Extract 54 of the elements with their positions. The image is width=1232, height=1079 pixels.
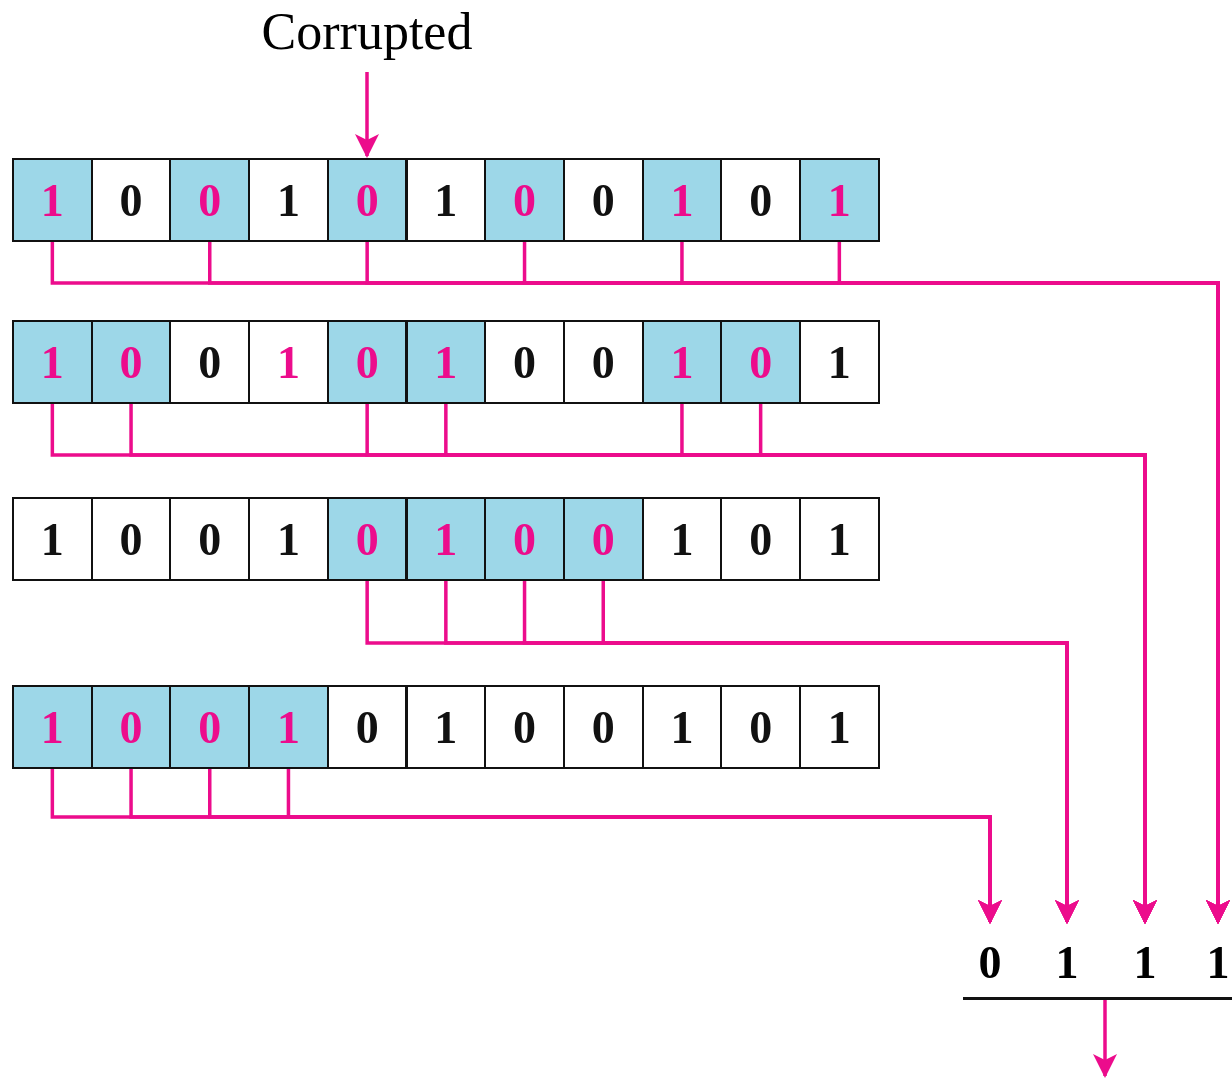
bit-cell: 1 [12,158,93,242]
syndrome-digit: 1 [1055,940,1079,986]
bit-cell: 0 [562,158,644,242]
bit-cell: 1 [641,685,723,769]
bit-cell: 0 [562,320,644,404]
bit-cell: 0 [326,320,408,404]
bit-cell: 0 [484,320,565,404]
bit-cell: 1 [12,685,93,769]
sum-line [963,997,1232,1000]
bit-cell: 0 [720,685,801,769]
arrow [355,72,379,158]
bit-cell: 1 [248,497,329,581]
bit-cell: 0 [90,497,172,581]
bit-cell: 0 [326,158,408,242]
bit-cell: 1 [405,158,487,242]
bit-cell: 1 [405,320,487,404]
bit-cell: 0 [169,320,251,404]
bit-cell: 1 [799,685,880,769]
syndrome-digit: 0 [978,940,1002,986]
arrow [758,404,1157,924]
bit-cell: 0 [90,158,172,242]
bit-cell: 0 [720,158,801,242]
bit-cell: 1 [12,320,93,404]
bit-cell: 0 [484,158,565,242]
bit-cell: 0 [326,497,408,581]
bit-cell: 0 [169,685,251,769]
bit-cell: 0 [484,685,565,769]
bit-cell: 0 [90,320,172,404]
bit-cell: 1 [799,497,880,581]
bit-cell: 1 [405,497,487,581]
bit-cell: 1 [641,497,723,581]
bit-cell: 0 [169,497,251,581]
bit-cell: 0 [720,320,801,404]
bit-cell: 0 [326,685,408,769]
bit-cell: 1 [641,320,723,404]
bit-cell: 1 [248,158,329,242]
bit-cell: 1 [248,320,329,404]
bit-cell: 0 [562,497,644,581]
bit-cell: 1 [12,497,93,581]
bit-cell: 1 [799,158,880,242]
label-text: Corrupted [261,6,473,58]
arrow [1093,1000,1117,1078]
bit-cell: 1 [248,685,329,769]
bit-cell: 0 [169,158,251,242]
syndrome-digit: 1 [1133,940,1157,986]
arrow [837,242,1230,924]
bit-cell: 0 [484,497,565,581]
bit-cell: 1 [799,320,880,404]
syndrome-digit: 1 [1206,940,1230,986]
bit-cell: 1 [641,158,723,242]
bit-cell: 1 [405,685,487,769]
bit-cell: 0 [720,497,801,581]
bit-cell: 0 [562,685,644,769]
bit-cell: 0 [90,685,172,769]
